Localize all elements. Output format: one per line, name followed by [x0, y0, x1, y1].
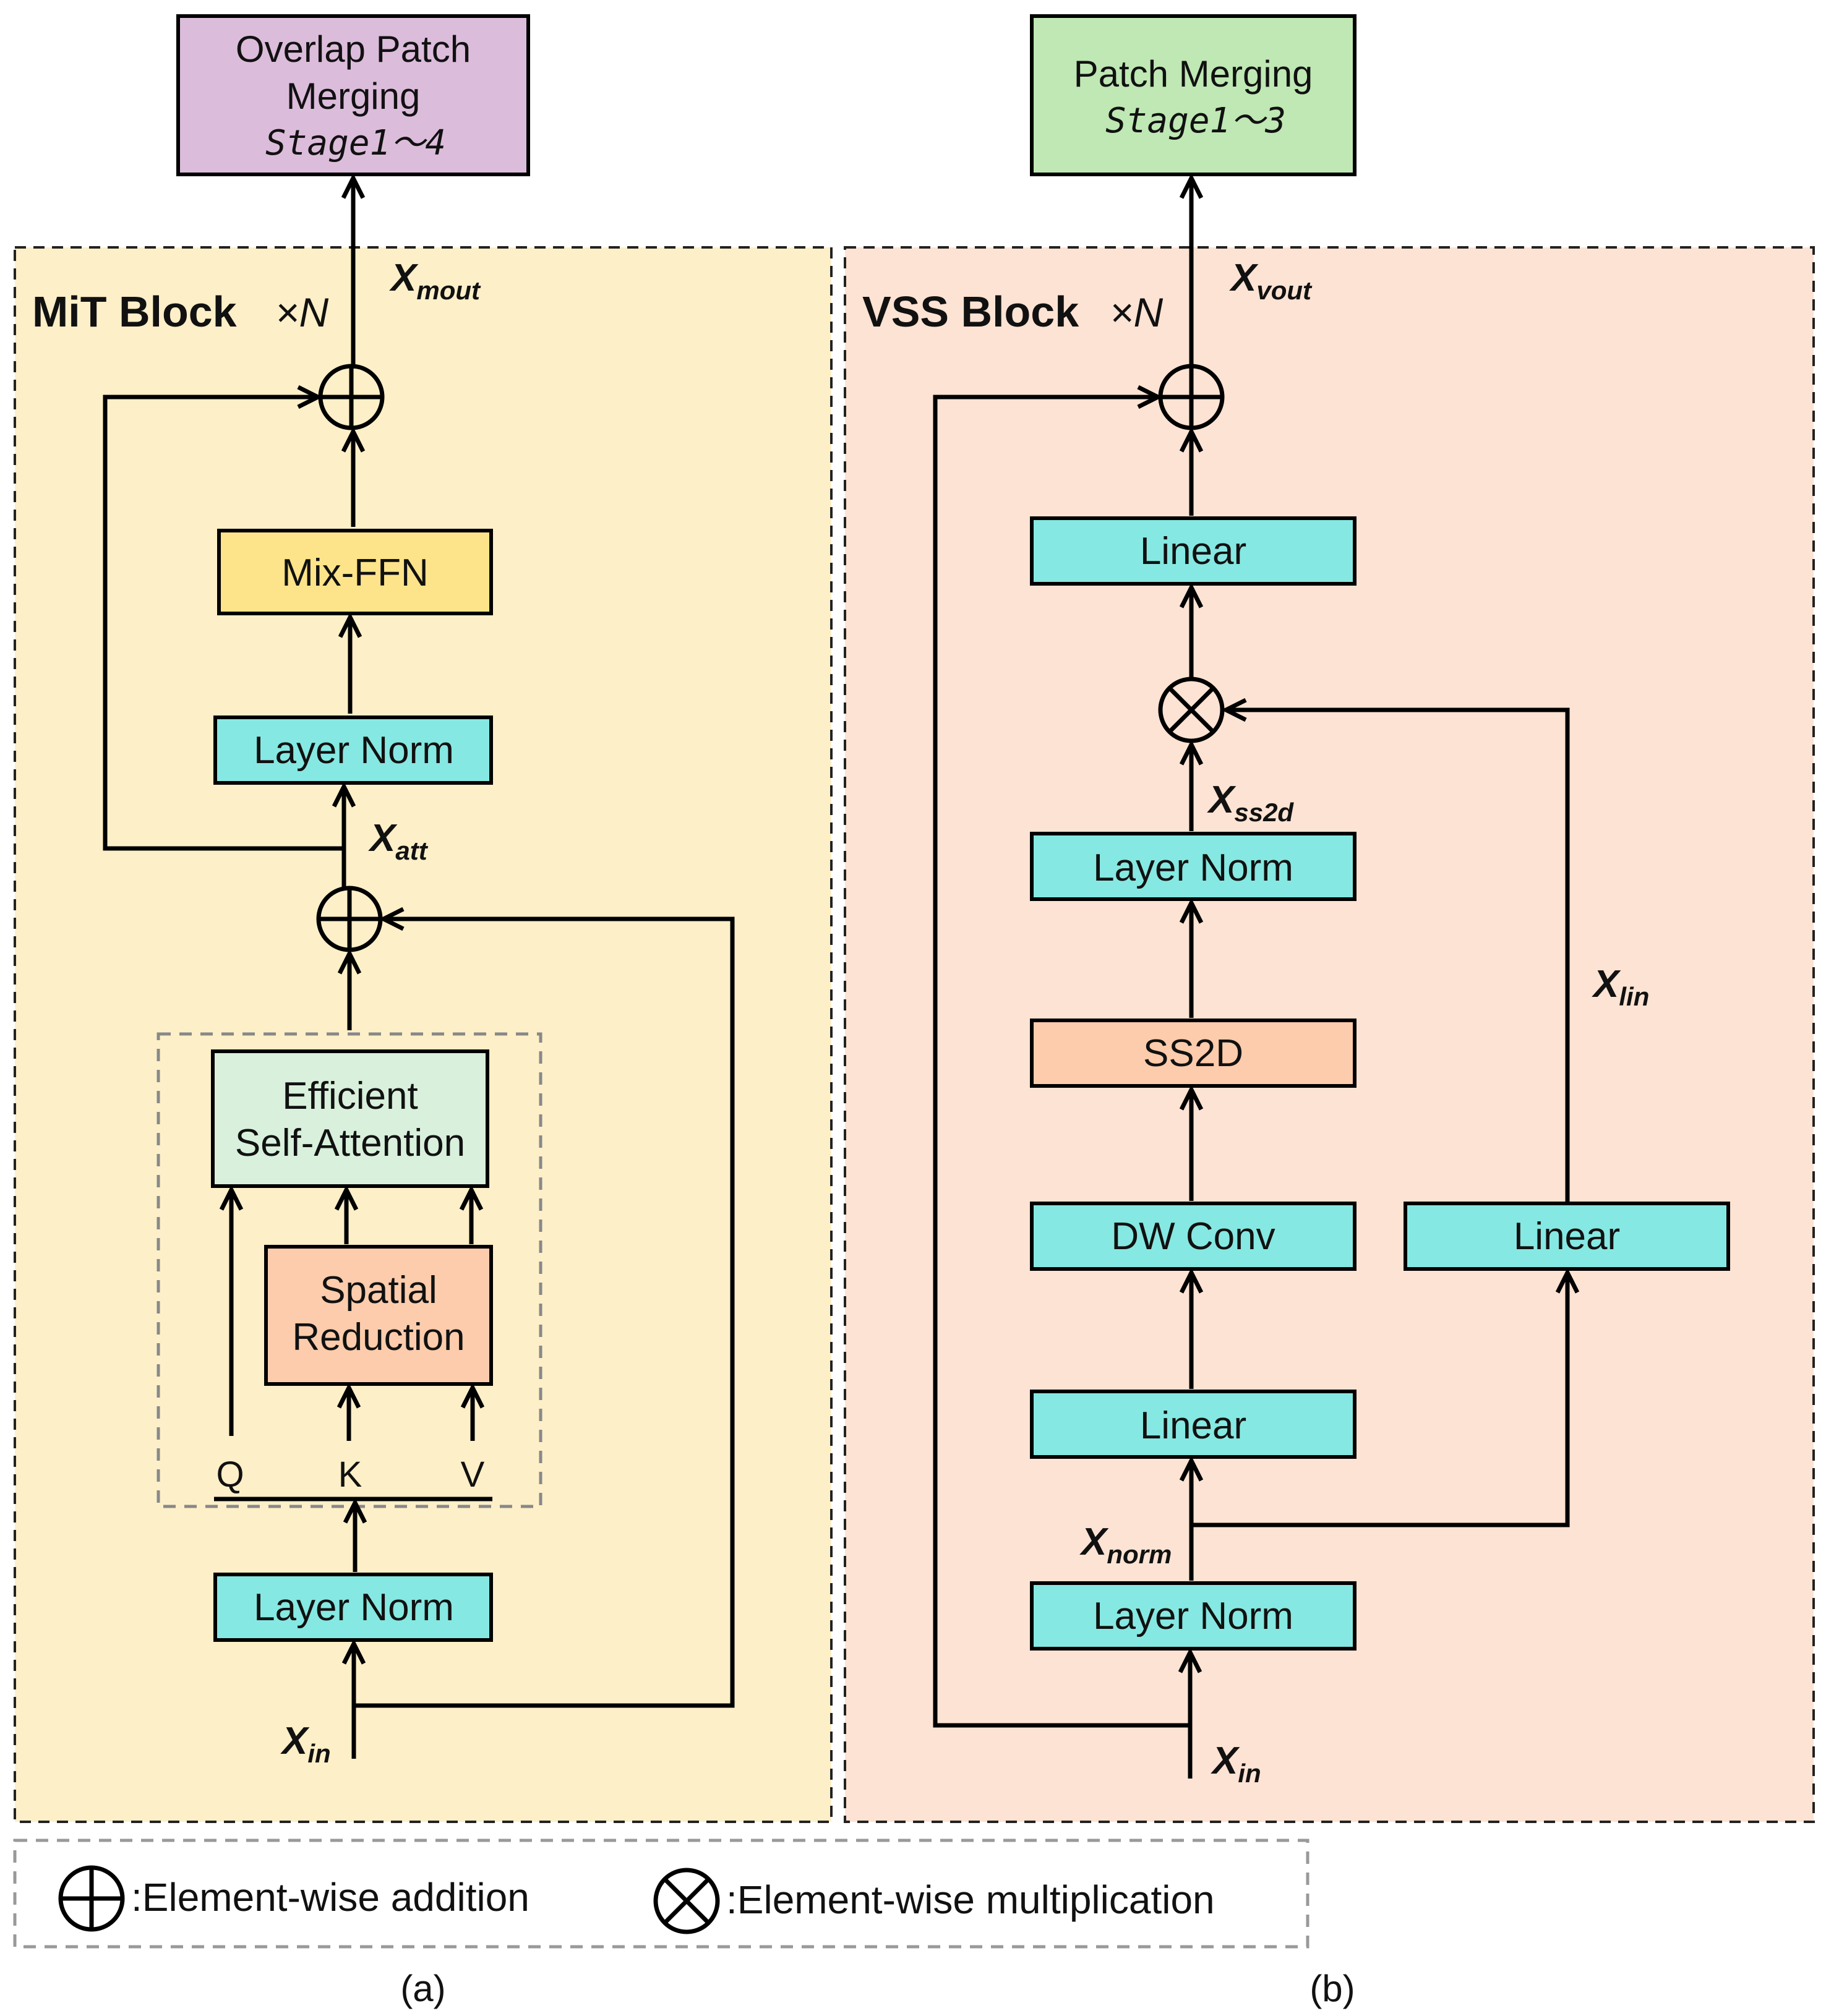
layer-norm-top-a-label: Layer Norm: [254, 729, 454, 772]
mix-ffn-label: Mix-FFN: [281, 552, 429, 594]
x-in-a-label: Xin: [280, 1720, 331, 1768]
linear-mid-b-box: [1030, 1390, 1357, 1459]
x-lin-label: Xlin: [1592, 963, 1649, 1011]
overlap-patch-merging-stage: Stage1～4: [265, 123, 446, 163]
x-ss2d-label: Xss2d: [1207, 779, 1294, 827]
addition-node-top-a: [318, 364, 385, 430]
layer-norm-mid-b-label: Layer Norm: [1093, 847, 1293, 889]
spatial-label: Spatial: [320, 1269, 437, 1312]
linear-right-box: [1404, 1202, 1730, 1271]
efficient-label: Efficient: [282, 1075, 418, 1117]
patch-merging-line1: Patch Merging: [1074, 53, 1313, 95]
caption-b: (b): [1309, 1968, 1355, 2009]
branch-to-linear-right: [1191, 1273, 1567, 1527]
overlap-patch-merging-box: [176, 14, 530, 176]
dw-conv-label: DW Conv: [1111, 1215, 1275, 1258]
overlap-patch-merging-line1: Overlap Patch: [236, 28, 471, 70]
addition-legend-label: :Element-wise addition: [131, 1875, 529, 1920]
v-label: V: [461, 1454, 485, 1495]
q-label: Q: [216, 1454, 244, 1495]
ss2d-box: [1030, 1019, 1357, 1088]
layer-norm-mid-b-box: [1030, 832, 1357, 901]
x-att-label: Xatt: [368, 817, 429, 865]
linear-right-label: Linear: [1514, 1215, 1620, 1258]
caption-a: (a): [400, 1968, 445, 2009]
linear-mid-b-label: Linear: [1140, 1404, 1246, 1447]
layer-norm-bottom-b-label: Layer Norm: [1093, 1595, 1293, 1638]
skip-connection-a-top: [103, 397, 344, 851]
ss2d-label: SS2D: [1143, 1032, 1243, 1075]
k-label: K: [338, 1454, 362, 1495]
patch-merging-box: [1030, 14, 1357, 176]
patch-merging-stage: Stage1～3: [1105, 101, 1286, 141]
x-vout-label: Xvout: [1229, 257, 1313, 305]
layer-norm-bottom-b-box: [1030, 1581, 1357, 1651]
multiplication-legend-icon: [653, 1868, 720, 1934]
attention-group-outline: [156, 1032, 542, 1508]
panel-b-multiplier: ×N: [1110, 289, 1164, 335]
layer-norm-bottom-a-label: Layer Norm: [254, 1586, 454, 1629]
skip-connection-a-bottom: [354, 919, 735, 1708]
addition-node-middle-a: [316, 886, 383, 952]
self-attention-label: Self-Attention: [235, 1122, 465, 1164]
multiplication-legend-label: :Element-wise multiplication: [726, 1877, 1215, 1922]
skip-connection-b: [933, 397, 1190, 1728]
spatial-reduction-box: [264, 1245, 493, 1386]
linear-top-b-box: [1030, 516, 1357, 586]
dw-conv-box: [1030, 1202, 1357, 1271]
addition-legend-icon: [58, 1865, 125, 1932]
layer-norm-top-a-box: [213, 715, 493, 785]
legend-box: [13, 1839, 1309, 1949]
x-norm-label: Xnorm: [1079, 1521, 1172, 1569]
reduction-label: Reduction: [292, 1316, 465, 1359]
efficient-self-attention-box: [211, 1049, 489, 1188]
linear-branch-to-mult: [1226, 710, 1570, 1202]
layer-norm-bottom-a-box: [213, 1573, 493, 1642]
x-mout-label: Xmout: [389, 257, 481, 305]
overlap-patch-merging-line2: Merging: [286, 75, 421, 117]
panel-a-title: MiT Block: [32, 288, 237, 336]
mix-ffn-box: [217, 529, 493, 615]
addition-node-b: [1158, 364, 1225, 430]
linear-top-b-label: Linear: [1140, 530, 1246, 573]
panel-a-multiplier: ×N: [275, 289, 329, 335]
multiplication-node: [1158, 677, 1225, 743]
panel-b-title: VSS Block: [862, 288, 1079, 336]
x-in-b-label: Xin: [1211, 1740, 1261, 1788]
